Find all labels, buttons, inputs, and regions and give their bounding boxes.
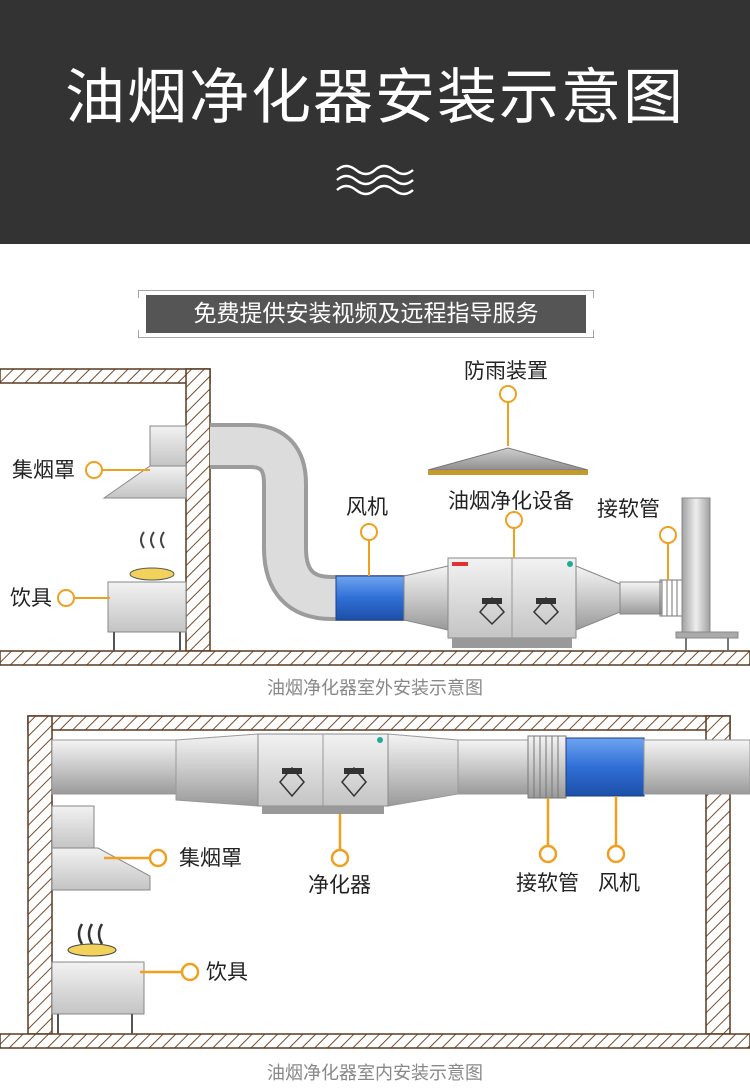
rain-cap-graphic: [427, 447, 589, 471]
banner-frame: [138, 290, 594, 338]
outdoor-soft-pipe-label: 接软管: [597, 497, 660, 521]
outdoor-ceiling: [0, 368, 211, 384]
outdoor-fan-label: 风机: [346, 495, 388, 519]
outdoor-stove-label: 饮具: [10, 586, 52, 610]
rain-cap-label: 防雨装置: [464, 359, 548, 383]
outdoor-purifier-label: 油烟净化设备: [448, 489, 574, 513]
outdoor-floor: [0, 650, 750, 666]
header-banner: 油烟净化器安装示意图: [0, 0, 750, 244]
outdoor-purifier-graphic: [447, 557, 577, 648]
page-title: 油烟净化器安装示意图: [65, 63, 685, 133]
wave-icon: [336, 164, 414, 196]
indoor-floor: [0, 1033, 750, 1049]
outdoor-hood-graphic: [102, 425, 187, 499]
indoor-stove-graphic: [51, 923, 145, 1034]
outdoor-hood-label: 集烟罩: [12, 458, 75, 482]
outdoor-scene: [0, 368, 750, 666]
indoor-purifier-graphic: [257, 733, 389, 814]
indoor-fan-graphic: [565, 737, 645, 797]
indoor-hood-graphic: [51, 805, 151, 891]
service-banner: 免费提供安装视频及远程指导服务: [138, 290, 594, 338]
indoor-left-wall: [27, 715, 53, 1035]
service-text: 免费提供安装视频及远程指导服务: [193, 301, 539, 327]
outdoor-fan-graphic: [335, 575, 405, 621]
outdoor-wall: [185, 368, 211, 652]
outdoor-caption: 油烟净化器室外安装示意图: [267, 678, 483, 699]
indoor-stove-label: 饮具: [206, 960, 248, 984]
indoor-scene: [0, 715, 750, 1049]
indoor-soft-pipe-label: 接软管: [516, 871, 579, 895]
indoor-purifier-label: 净化器: [308, 873, 371, 897]
indoor-caption: 油烟净化器室内安装示意图: [267, 1063, 483, 1084]
indoor-ceiling: [27, 715, 731, 731]
indoor-hood-label: 集烟罩: [179, 846, 242, 870]
outdoor-stove-graphic: [107, 531, 187, 651]
indoor-fan-label: 风机: [598, 871, 640, 895]
